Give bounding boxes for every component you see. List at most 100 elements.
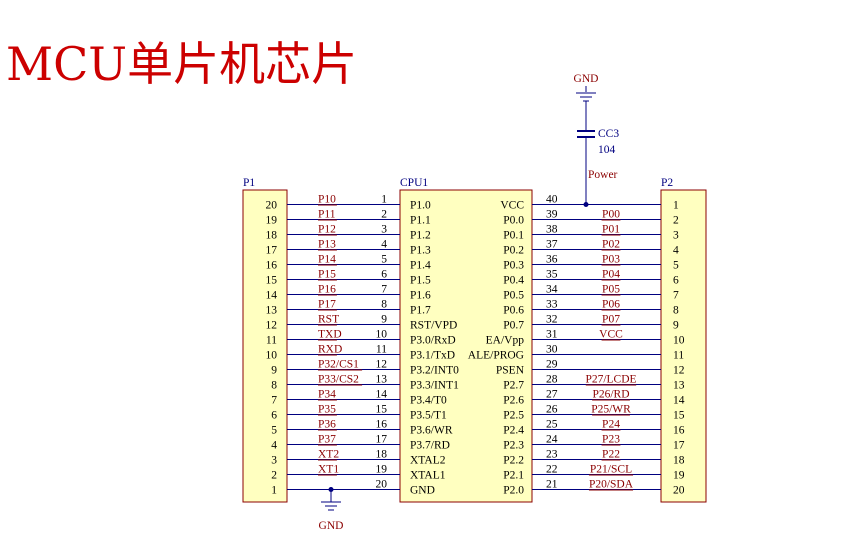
right-net-label: P06 [602,299,620,311]
left-net-label: RXD [318,344,342,356]
p2-pin-number: 13 [673,380,685,392]
cpu-right-pin-number: 30 [546,344,558,356]
left-net-label: P32/CS1 [318,359,359,371]
junction-dot [583,202,589,207]
cpu-body [399,189,533,503]
cpu-right-pin-name: P0.1 [503,230,524,242]
cpu-left-pin-name: P3.2/INT0 [410,365,459,377]
cpu-left-pin-name: P1.3 [410,245,431,257]
cpu-left-pin-number: 13 [376,374,388,386]
cpu-right-pin-name: VCC [500,200,524,212]
right-net-label: VCC [599,329,623,341]
cpu-left-pin-number: 4 [381,239,387,251]
right-net-label: P21/SCL [590,464,632,476]
cpu-left-pin-number: 16 [376,419,388,431]
p1-pin-number: 6 [271,410,277,422]
cpu-right-pin-name: P0.5 [503,290,524,302]
left-net-label: P15 [318,269,336,281]
left-net-label: P17 [318,299,336,311]
cpu-right-pin-name: P2.7 [503,380,524,392]
p1-pin-number: 12 [266,320,278,332]
cpu-right-pin-number: 35 [546,269,558,281]
cpu-left-pin-name: P1.6 [410,290,431,302]
right-net-label: P23 [602,434,620,446]
cpu-left-pin-name: P3.4/T0 [410,395,447,407]
cpu-right-pin-number: 28 [546,374,558,386]
p2-pin-number: 1 [673,200,679,212]
cpu-left-pin-name: P1.7 [410,305,431,317]
p1-pin-number: 5 [271,425,277,437]
cpu-right-pin-name: P0.7 [503,320,524,332]
cpu-right-pin-name: EA/Vpp [486,335,525,347]
p1-pin-number: 14 [266,290,278,302]
cpu-right-pin-number: 36 [546,254,558,266]
right-net-label: P05 [602,284,620,296]
left-net-label: P16 [318,284,336,296]
left-net-label: P14 [318,254,336,266]
cpu-left-pin-name: P3.6/WR [410,425,453,437]
p1-ref-label: P1 [243,177,255,189]
cpu-left-pin-name: RST/VPD [410,320,457,332]
cpu-right-pin-number: 26 [546,404,558,416]
right-net-label: P02 [602,239,620,251]
cpu-right-pin-name: P0.4 [503,275,524,287]
cpu-left-pin-name: P1.0 [410,200,431,212]
left-net-label: P11 [318,209,336,221]
right-net-label: P26/RD [592,389,629,401]
p2-pin-number: 14 [673,395,685,407]
cpu-right-pin-name: P0.2 [503,245,524,257]
p2-pin-number: 2 [673,215,679,227]
left-net-label: P13 [318,239,336,251]
cpu-left-pin-number: 14 [376,389,388,401]
p1-pin-number: 18 [266,230,278,242]
cpu-left-pin-number: 17 [376,434,388,446]
p2-pin-number: 4 [673,245,679,257]
left-net-label: P33/CS2 [318,374,359,386]
left-net-label: P36 [318,419,336,431]
p1-pin-number: 10 [266,350,278,362]
cpu-right-pin-name: P0.3 [503,260,524,272]
p2-pin-number: 8 [673,305,679,317]
cpu-left-pin-number: 10 [376,329,388,341]
right-net-label: P27/LCDE [585,374,636,386]
cpu-right-pin-name: P2.4 [503,425,524,437]
cpu-right-pin-number: 31 [546,329,558,341]
p2-pin-number: 5 [673,260,679,272]
left-net-label: P12 [318,224,336,236]
left-net-label: P37 [318,434,336,446]
p1-pin-number: 2 [271,470,277,482]
gnd-top-label: GND [574,73,599,85]
p1-pin-number: 20 [266,200,278,212]
cpu-left-pin-name: P3.5/T1 [410,410,447,422]
p2-ref-label: P2 [661,177,673,189]
cpu-right-pin-name: P2.2 [503,455,524,467]
connector-p2-body [660,189,707,503]
left-net-label: P34 [318,389,336,401]
left-net-label: XT1 [318,464,339,476]
cpu-right-pin-name: P2.6 [503,395,524,407]
cpu-left-pin-name: XTAL2 [410,455,446,467]
right-net-label: P20/SDA [589,479,634,491]
p2-pin-number: 15 [673,410,685,422]
left-net-label: TXD [318,329,342,341]
cpu-left-pin-name: P3.1/TxD [410,350,455,362]
cpu-left-pin-number: 3 [381,224,387,236]
connector-p1-body [242,189,288,503]
cpu-right-pin-name: ALE/PROG [468,350,524,362]
right-net-label: P03 [602,254,620,266]
page-title: MCU单片机芯片 [6,37,358,91]
cpu-left-pin-name: XTAL1 [410,470,446,482]
cpu-right-pin-name: PSEN [496,365,525,377]
gnd-bottom-label: GND [319,520,344,532]
cpu-right-pin-number: 37 [546,239,558,251]
cpu-right-pin-number: 39 [546,209,558,221]
p1-pin-number: 19 [266,215,278,227]
cpu-left-pin-number: 1 [381,194,387,206]
p1-pin-number: 1 [271,485,277,497]
p1-pin-number: 13 [266,305,278,317]
cpu-left-pin-number: 7 [381,284,387,296]
p2-pin-number: 10 [673,335,685,347]
cpu-left-pin-name: P1.2 [410,230,431,242]
p1-pin-number: 3 [271,455,277,467]
p1-pin-number: 17 [266,245,278,257]
